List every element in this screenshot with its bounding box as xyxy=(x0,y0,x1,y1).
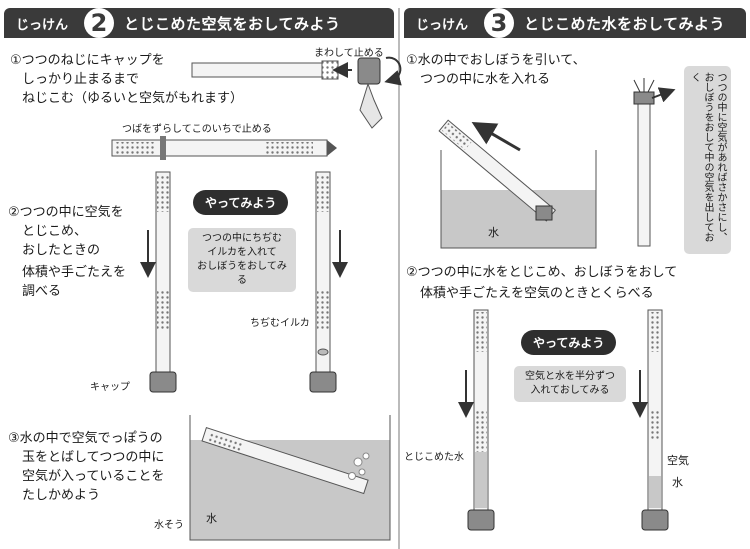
exp3-step1-line2: つつの中に水を入れる xyxy=(420,72,551,87)
exp3-label-air: 空気 xyxy=(667,454,689,467)
exp3-step2-line2: 体積や手ごたえを空気のときとくらべる xyxy=(420,286,654,301)
water-tank-right-icon xyxy=(438,119,597,249)
exp3-title: とじこめた水をおしてみよう xyxy=(524,14,726,33)
exp2-step2-line3: おしたときの xyxy=(22,243,101,258)
exp3-step1-line1: ①水の中でおしぼうを引いて、 xyxy=(406,53,586,68)
exp3-try-note: 空気と水を半分ずつ 入れておしてみる xyxy=(514,366,626,402)
exp2-header: じっけん 2 とじこめた空気をおしてみよう xyxy=(4,8,394,38)
exp2-step2-line2: とじこめ、 xyxy=(22,224,88,239)
exp2-label-tank: 水そう xyxy=(154,520,184,531)
exp3-vnote-line1: つつの中に空気があればさかさにし、 xyxy=(715,72,726,242)
exp2-title: とじこめた空気をおしてみよう xyxy=(124,14,341,33)
column-divider xyxy=(398,8,400,549)
vertical-tube-right-icon xyxy=(309,171,348,393)
exp3-label-closed-water: とじこめた水 xyxy=(404,452,464,463)
exp2-step3-line2: 玉をとばしてつつの中に xyxy=(22,450,165,465)
exp2-step2-line1: ②つつの中に空気を xyxy=(8,205,124,220)
exp3-step2-line1: ②つつの中に水をとじこめ、おしぼうをおして xyxy=(406,265,678,280)
exp2-note-line1: つつの中にちぢむ xyxy=(202,233,282,244)
vertical-tube-left-icon xyxy=(140,171,177,393)
exp3-note-line2: 入れておしてみる xyxy=(530,385,610,396)
exp2-step3-line3: 空気が入っていることを xyxy=(22,469,165,484)
exp2-step3-line1: ③水の中で空気でっぽうの xyxy=(8,431,163,446)
exp2-number: 2 xyxy=(84,8,114,38)
exp3-header: じっけん 3 とじこめた水をおしてみよう xyxy=(404,8,746,38)
exp3-tag: じっけん xyxy=(416,17,469,33)
exp2-step1-line3: ねじこむ（ゆるいと空気がもれます） xyxy=(22,91,244,106)
exp2-step2-line5: 調べる xyxy=(22,284,62,299)
exp2-try-note: つつの中にちぢむ イルカを入れて おしぼうをおしてみる xyxy=(188,228,296,292)
exp2-step1-line2: しっかり止まるまで xyxy=(22,72,140,87)
exp3-vnote-line2: おしぼうをおして中の空気を出しておく xyxy=(689,72,713,242)
exp2-step1-line1: ①つつのねじにキャップを xyxy=(10,53,165,68)
exp3-vertical-note: つつの中に空気があればさかさにし、 おしぼうをおして中の空気を出しておく xyxy=(684,66,731,254)
exp2-note-line2: イルカを入れて xyxy=(207,247,277,258)
vertical-tube-air-water-icon xyxy=(632,309,669,531)
exp2-step3-line4: たしかめよう xyxy=(22,488,101,503)
exp2-label-flange: つばをずらしてこのいちで止める xyxy=(122,124,272,135)
exp2-note-line3: おしぼうをおしてみる xyxy=(197,261,287,286)
exp2-tag: じっけん xyxy=(16,17,69,33)
vertical-tube-water-icon xyxy=(458,309,495,531)
flange-tube-icon xyxy=(111,136,337,160)
water-tank-left-icon xyxy=(189,415,391,541)
exp3-try-bubble: やってみよう xyxy=(521,330,617,355)
exp3-number: 3 xyxy=(484,8,514,38)
upside-down-tube-icon xyxy=(633,78,676,247)
exp3-note-line1: 空気と水を半分ずつ xyxy=(525,371,615,382)
exp2-label-dolphin: ちぢむイルカ xyxy=(250,318,310,329)
exp3-label-water: 水 xyxy=(488,226,499,239)
exp3-label-water2: 水 xyxy=(672,476,683,489)
exp2-label-twist: まわして止める xyxy=(314,48,384,59)
exp2-try-bubble: やってみよう xyxy=(193,190,289,215)
exp2-step2-line4: 体積や手ごたえを xyxy=(22,265,127,280)
exp2-label-water: 水 xyxy=(206,512,217,525)
tube-with-cap-icon xyxy=(191,56,402,129)
exp2-label-cap: キャップ xyxy=(90,382,130,393)
